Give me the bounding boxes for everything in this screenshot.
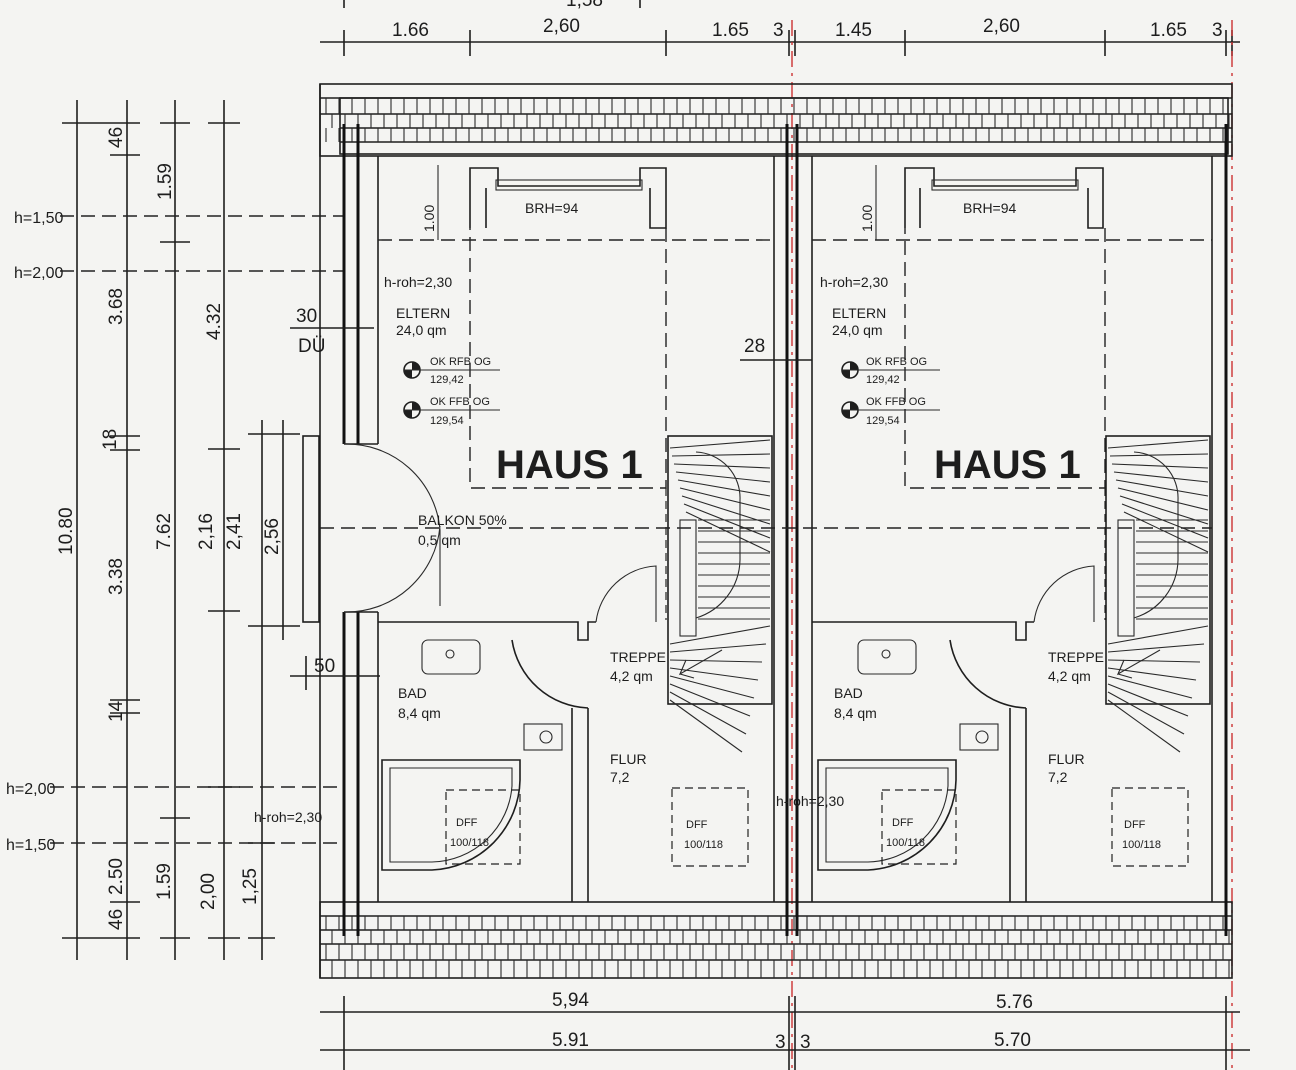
bottom-dimension-chain: 5,94 5.76 5.91 3 3 5.70 — [320, 990, 1250, 1070]
room-treppe-area-right: 4,2 qm — [1048, 668, 1091, 684]
dim-30: 30 — [296, 306, 317, 327]
h-roh-left: h-roh=2,30 — [384, 274, 452, 290]
roof-eaves-bottom — [319, 901, 1233, 979]
wall-dimensions: 30 DÜ 50 28 — [290, 306, 812, 690]
dim-100-left: 1.00 — [421, 205, 437, 232]
ok-rfb-right: OK RFB OG — [866, 356, 927, 368]
dim-50: 50 — [314, 656, 335, 677]
height-label-200-bottom: h=2,00 — [6, 781, 55, 798]
h-roh-lower-right: h-roh=2,30 — [776, 793, 844, 809]
dim-left-159-top: 1.59 — [155, 163, 176, 200]
dim-top-1: 1.66 — [392, 20, 429, 41]
dim-28: 28 — [744, 336, 765, 357]
dff-bad-size-right: 100/118 — [886, 837, 925, 849]
dim-left-338: 3.38 — [106, 558, 127, 595]
dim-du: DÜ — [298, 336, 325, 357]
balkon-label: BALKON 50% — [418, 512, 507, 528]
dim-top-2: 2,60 — [543, 16, 580, 37]
balkon-area: 0,5 qm — [418, 532, 461, 548]
house-title-left: HAUS 1 — [496, 443, 643, 487]
ok-rfb-val-right: 129,42 — [866, 374, 900, 386]
dim-bottom-594: 5,94 — [552, 990, 589, 1011]
dim-left-125: 1,25 — [240, 868, 261, 905]
height-markers: h=1,50 h=2,00 h=2,00 h=1,50 — [6, 210, 345, 854]
room-flur-left: FLUR — [610, 751, 647, 767]
height-label-150-top: h=1,50 — [14, 210, 63, 227]
dim-left-46-top: 46 — [106, 127, 127, 148]
ok-ffb-right: OK FFB OG — [866, 396, 926, 408]
left-dimension-chains: 46 3.68 18 3.38 14 2.50 46 1.59 10.80 7.… — [56, 100, 300, 960]
dim-top-cut: 1,58 — [566, 0, 603, 11]
brh-label-right: BRH=94 — [963, 200, 1017, 216]
dff-bad-left: DFF — [456, 817, 478, 829]
dim-left-216: 2,16 — [196, 513, 217, 550]
room-treppe-right: TREPPE — [1048, 649, 1104, 665]
dim-left-1080: 10.80 — [56, 507, 77, 555]
dim-top-4: 3 — [773, 20, 784, 41]
room-eltern-left: ELTERN — [396, 305, 450, 321]
room-bad-area-left: 8,4 qm — [398, 705, 441, 721]
room-bad-left: BAD — [398, 685, 427, 701]
dim-left-250: 2.50 — [106, 858, 127, 895]
room-eltern-area-right: 24,0 qm — [832, 322, 883, 338]
ok-ffb-left: OK FFB OG — [430, 396, 490, 408]
top-dimension-chain: 1.66 2,60 1.65 3 1.45 2,60 1.65 3 1,58 — [320, 0, 1240, 1070]
dim-top-7: 1.65 — [1150, 20, 1187, 41]
dim-bottom-3b: 3 — [800, 1032, 811, 1053]
ok-rfb-val-left: 129,42 — [430, 374, 464, 386]
dim-left-762: 7.62 — [154, 513, 175, 550]
dim-bottom-576: 5.76 — [996, 992, 1033, 1013]
dim-top-5: 1.45 — [835, 20, 872, 41]
ok-ffb-val-right: 129,54 — [866, 415, 900, 427]
dim-top-8: 3 — [1212, 20, 1223, 41]
dff-flur-size-right: 100/118 — [1122, 839, 1161, 851]
dff-flur-size-left: 100/118 — [684, 839, 723, 851]
room-eltern-area-left: 24,0 qm — [396, 322, 447, 338]
dim-left-200: 2,00 — [198, 873, 219, 910]
ok-rfb-left: OK RFB OG — [430, 356, 491, 368]
height-label-200-top: h=2,00 — [14, 265, 63, 282]
room-flur-area-right: 7,2 — [1048, 769, 1068, 785]
dim-left-18: 18 — [100, 429, 121, 450]
dff-bad-size-left: 100/118 — [450, 837, 489, 849]
dim-top-6: 2,60 — [983, 16, 1020, 37]
height-label-150-bottom: h=1,50 — [6, 837, 55, 854]
ok-ffb-val-left: 129,54 — [430, 415, 464, 427]
dff-flur-right: DFF — [1124, 819, 1146, 831]
room-bad-area-right: 8,4 qm — [834, 705, 877, 721]
dim-100-right: 1.00 — [859, 205, 875, 232]
room-flur-area-left: 7,2 — [610, 769, 630, 785]
dim-bottom-570: 5.70 — [994, 1030, 1031, 1051]
room-flur-right: FLUR — [1048, 751, 1085, 767]
room-eltern-right: ELTERN — [832, 305, 886, 321]
house-title-right: HAUS 1 — [934, 443, 1081, 487]
dim-left-14: 14 — [106, 700, 127, 722]
dim-bottom-3a: 3 — [775, 1032, 786, 1053]
dim-left-159-bottom: 1.59 — [154, 863, 175, 900]
house-right: BRH=94 1.00 h-roh=2,30 ELTERN 24,0 qm OK… — [776, 165, 1212, 902]
room-treppe-area-left: 4,2 qm — [610, 668, 653, 684]
dim-left-46-bottom: 46 — [106, 909, 127, 930]
roof-eaves-top — [319, 83, 1233, 157]
h-roh-right: h-roh=2,30 — [820, 274, 888, 290]
room-bad-right: BAD — [834, 685, 863, 701]
dim-bottom-591: 5.91 — [552, 1030, 589, 1051]
house-left: BRH=94 1.00 h-roh=2,30 ELTERN 24,0 qm OK… — [254, 165, 774, 902]
balcony — [302, 435, 1212, 623]
dim-left-432: 4.32 — [204, 303, 225, 340]
dff-flur-left: DFF — [686, 819, 708, 831]
outer-walls — [319, 84, 1228, 978]
room-treppe-left: TREPPE — [610, 649, 666, 665]
h-roh-lower-left: h-roh=2,30 — [254, 809, 322, 825]
dim-left-256: 2,56 — [262, 518, 283, 555]
dim-left-368: 3.68 — [106, 288, 127, 325]
dim-left-241: 2,41 — [224, 513, 245, 550]
brh-label-left: BRH=94 — [525, 200, 579, 216]
dim-top-3: 1.65 — [712, 20, 749, 41]
dff-bad-right: DFF — [892, 817, 914, 829]
